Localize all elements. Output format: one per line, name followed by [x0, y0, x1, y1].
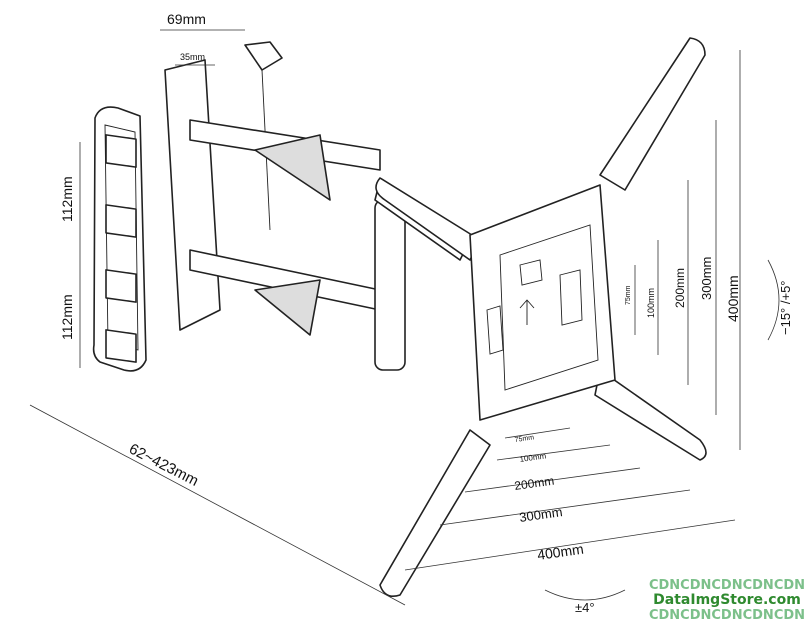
- dim-label-vesa-h-75: 75mm: [514, 434, 534, 444]
- dim-label-extension: 62~423mm: [126, 440, 201, 489]
- tilt-angle-label: −15° /+5°: [778, 281, 793, 336]
- dim-label-vesa-h-400: 400mm: [536, 541, 584, 563]
- dim-label-112mm-bottom: 112mm: [59, 294, 75, 340]
- watermark: CDNCDNCDNCDNCDN DataImgStore.com CDNCDNC…: [643, 578, 811, 623]
- dim-label-112mm-top: 112mm: [59, 176, 75, 222]
- dim-label-vesa-h-300: 300mm: [518, 504, 563, 525]
- dim-label-vesa-h-200: 200mm: [513, 474, 555, 493]
- arms: [189, 119, 471, 371]
- dim-label-35mm: 35mm: [180, 52, 205, 62]
- dim-label-vesa-v-75: 75mm: [625, 285, 632, 305]
- dimension-lines: [29, 29, 780, 606]
- dim-label-vesa-v-100: 100mm: [646, 288, 656, 318]
- vesa-plate: [375, 37, 707, 598]
- dim-label-69mm: 69mm: [167, 11, 206, 27]
- swivel-angle-label: ±4°: [575, 600, 595, 615]
- watermark-line-3: CDNCDNCDNCDNCDN: [648, 608, 806, 623]
- watermark-line-2: DataImgStore.com: [653, 592, 801, 608]
- wall-plate: [92, 41, 283, 372]
- dim-label-vesa-v-300: 300mm: [699, 257, 714, 300]
- watermark-line-1: CDNCDNCDNCDNCDN: [648, 578, 806, 593]
- dim-label-vesa-v-400: 400mm: [725, 275, 741, 322]
- dim-label-vesa-h-100: 100mm: [519, 451, 547, 464]
- dim-label-vesa-v-200: 200mm: [673, 268, 687, 308]
